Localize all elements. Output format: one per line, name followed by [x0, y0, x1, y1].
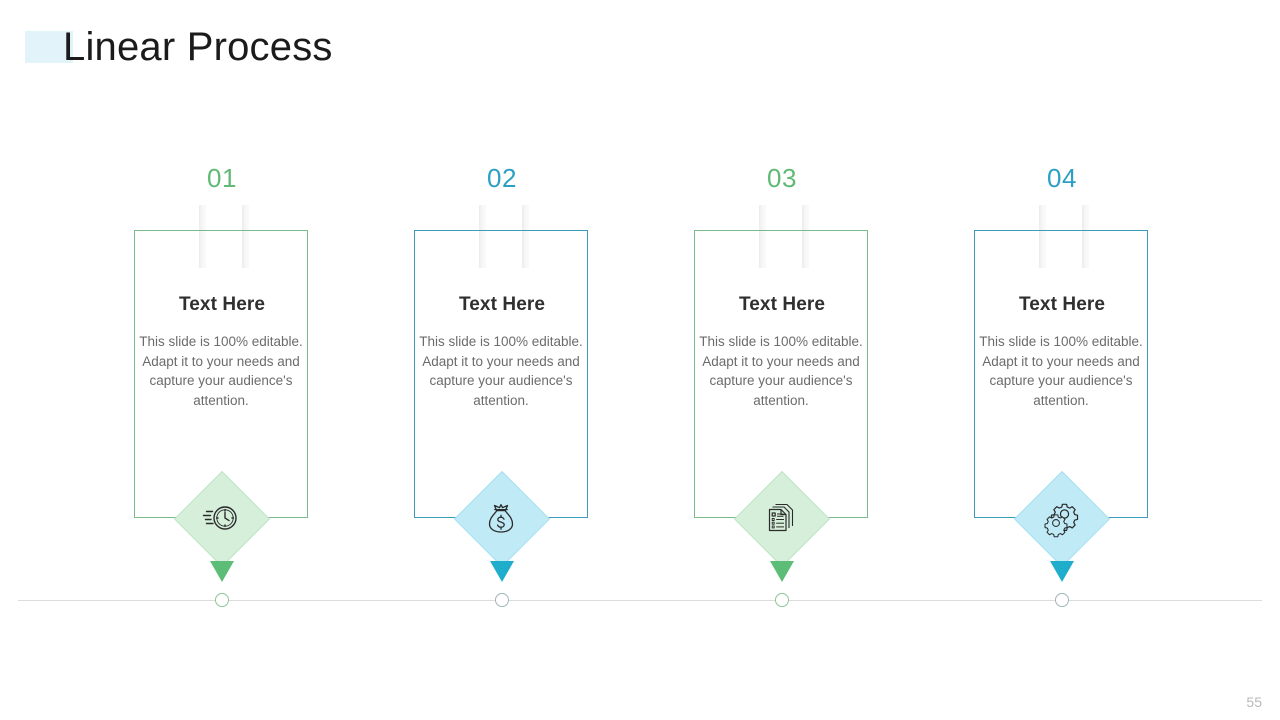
money-bag-icon [481, 498, 521, 538]
ribbon-right [522, 205, 529, 268]
step-number-03: 03 [767, 163, 797, 193]
page-number: 55 [1246, 694, 1262, 710]
ribbon-left [1039, 205, 1046, 268]
timeline-node-circle[interactable] [495, 593, 509, 607]
step-number-01: 01 [207, 163, 237, 193]
step-title: Text Here [458, 294, 546, 315]
process-step-2[interactable]: 02 Text Here This slide is 100% editable… [362, 0, 642, 720]
ribbon-left [479, 205, 486, 268]
step-arrow-marker [210, 561, 234, 583]
gears-icon [1041, 498, 1081, 538]
ribbon-right [1082, 205, 1089, 268]
step-title: Text Here [1018, 294, 1106, 315]
timeline-node-circle[interactable] [1055, 593, 1069, 607]
timeline-node-circle[interactable] [775, 593, 789, 607]
title-area: Linear Process [0, 0, 1280, 100]
ribbon-right [802, 205, 809, 268]
step-title: Text Here [738, 294, 826, 315]
ribbon-left [759, 205, 766, 268]
page-title: Linear Process [63, 25, 333, 69]
step-arrow-marker [1050, 561, 1074, 583]
step-icon-badge[interactable] [453, 470, 551, 568]
step-body-text: This slide is 100% editable. Adapt it to… [139, 334, 303, 408]
clock-fast-icon [201, 498, 241, 538]
document-list-icon [761, 498, 801, 538]
step-arrow-marker [770, 561, 794, 583]
step-body-text: This slide is 100% editable. Adapt it to… [699, 334, 863, 408]
step-title: Text Here [178, 294, 266, 315]
step-body-text: This slide is 100% editable. Adapt it to… [419, 334, 583, 408]
step-number-02: 02 [487, 163, 517, 193]
ribbon-left [199, 205, 206, 268]
step-icon-badge[interactable] [1013, 470, 1111, 568]
step-body-text: This slide is 100% editable. Adapt it to… [979, 334, 1143, 408]
step-icon-badge[interactable] [173, 470, 271, 568]
title-highlight-block [25, 31, 73, 63]
step-icon-badge[interactable] [733, 470, 831, 568]
process-step-1[interactable]: 01 Text Here This slide is 100% editable… [82, 0, 362, 720]
step-number-04: 04 [1047, 163, 1077, 193]
ribbon-right [242, 205, 249, 268]
step-arrow-marker [490, 561, 514, 583]
timeline-axis-line [18, 600, 1262, 601]
timeline-node-circle[interactable] [215, 593, 229, 607]
process-step-4[interactable]: 04 Text Here This slide is 100% editable… [922, 0, 1202, 720]
process-step-3[interactable]: 03 Text Here This slide is 100% editable… [642, 0, 922, 720]
